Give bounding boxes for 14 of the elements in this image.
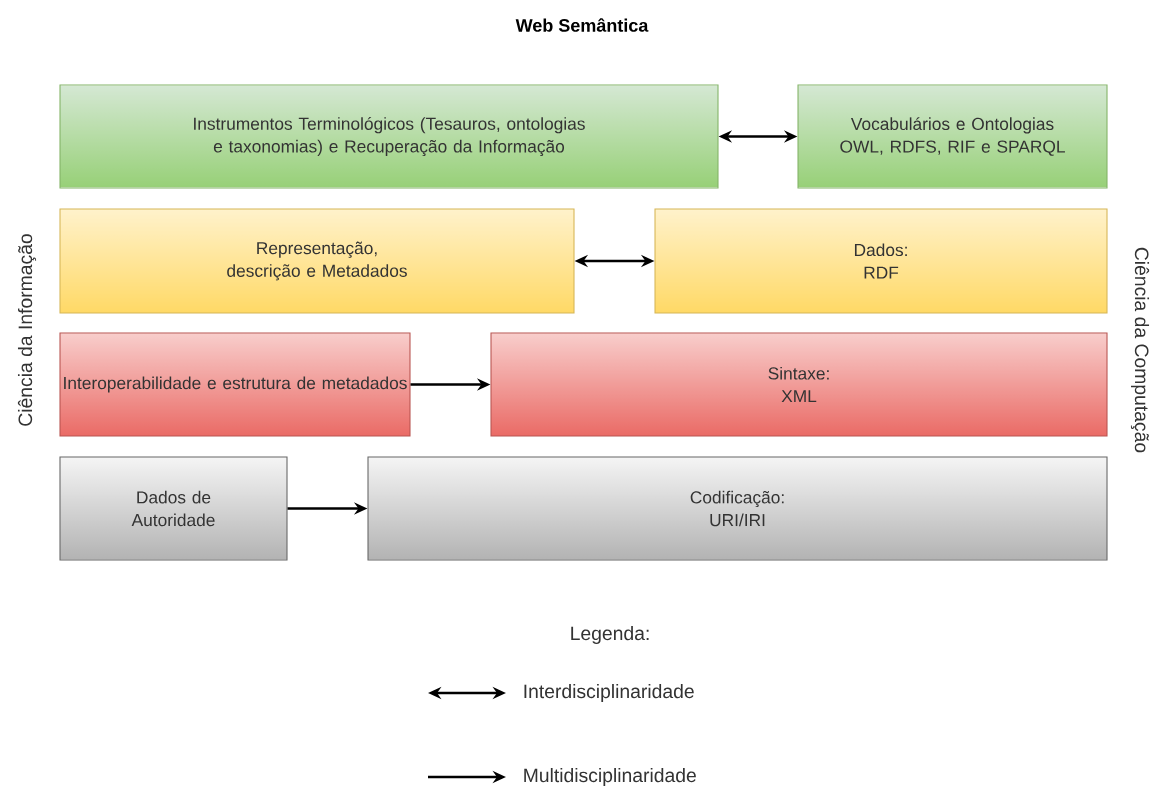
title: Web Semântica bbox=[515, 18, 649, 32]
layer-box: Codificação: URI/IRI bbox=[367, 456, 1108, 561]
layer-box: Sintaxe: XML bbox=[490, 332, 1108, 437]
layer-box: Dados: RDF bbox=[654, 208, 1108, 314]
layer-box: Interoperabilidade e estrutura de metadados bbox=[59, 332, 411, 437]
legend-heading: Legenda: bbox=[571, 626, 649, 644]
layer-box: Vocabulários e Ontologias OWL, RDFS, RIF e SPARQL bbox=[797, 84, 1108, 189]
layer-box: Representação, descrição e Metadados bbox=[59, 208, 575, 314]
legend-text: Multidisciplinaridade bbox=[524, 768, 696, 786]
legend-text: Interdisciplinaridade bbox=[524, 684, 694, 702]
layer-box: Instrumentos Terminológicos (Tesauros, ontologias e taxonomias) e Recuperação da Informação bbox=[59, 84, 719, 189]
side-label: Ciência da Computação bbox=[1130, 247, 1150, 453]
side-label: Ciência da Informação bbox=[17, 234, 37, 426]
layer-box: Dados de Autoridade bbox=[59, 456, 288, 561]
